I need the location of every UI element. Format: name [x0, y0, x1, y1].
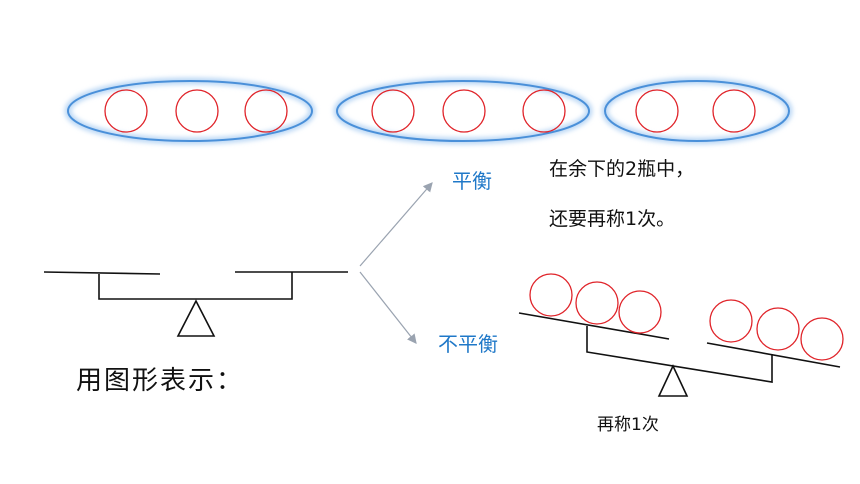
balanced-label: 平衡	[452, 169, 492, 193]
bottle	[522, 89, 566, 133]
bottle	[756, 307, 800, 351]
balanced-scale	[43, 271, 348, 337]
group-a	[64, 77, 316, 145]
unbalanced-scale	[518, 273, 844, 397]
unbalanced-label: 不平衡	[438, 332, 498, 356]
fulcrum	[657, 364, 689, 397]
group-c	[601, 77, 793, 145]
bottle	[712, 89, 756, 133]
bottle	[800, 317, 844, 361]
beam	[98, 272, 293, 300]
remaining-text-line2: 还要再称1次。	[549, 208, 676, 230]
bottle	[529, 273, 573, 317]
bottle	[175, 89, 219, 133]
arrow-unbalanced	[359, 271, 417, 344]
bottle	[709, 299, 753, 343]
weigh-again-label: 再称1次	[597, 415, 659, 435]
bottle	[244, 89, 288, 133]
bottle	[635, 89, 679, 133]
left-pan	[518, 312, 670, 340]
group-c-ellipse	[604, 80, 790, 142]
bottle	[104, 89, 148, 133]
remaining-text-line1: 在余下的2瓶中，	[549, 158, 695, 180]
left-pan	[43, 271, 161, 275]
branch-arrows	[359, 182, 433, 344]
fulcrum	[176, 299, 216, 337]
group-a-ellipse	[67, 80, 313, 142]
bottle	[442, 89, 486, 133]
right-pan	[706, 342, 841, 368]
group-b-ellipse	[336, 80, 590, 142]
method-title: 用图形表示：	[76, 366, 245, 396]
beam	[586, 326, 773, 383]
bottle	[618, 290, 662, 334]
bottle	[575, 281, 619, 325]
arrow-balanced	[359, 182, 433, 267]
group-b	[333, 77, 593, 145]
bottle	[371, 89, 415, 133]
